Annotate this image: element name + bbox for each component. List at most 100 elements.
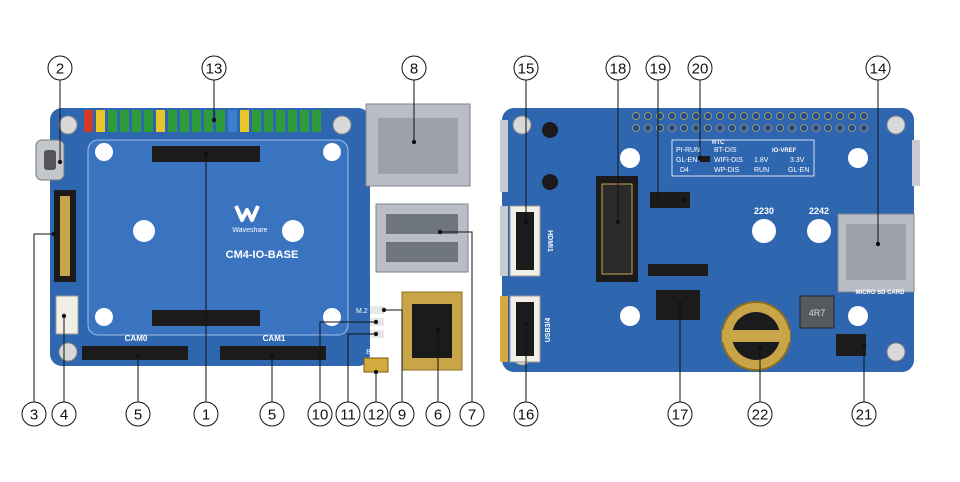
callout-leader — [384, 309, 403, 402]
gpio-pin-hole — [644, 112, 652, 120]
callout-dot — [615, 219, 621, 225]
callout-dot — [437, 229, 443, 235]
fan-connector — [55, 295, 79, 335]
gpio-pin-hole — [692, 124, 700, 132]
gpio-pin-hole — [716, 112, 724, 120]
gl-en-label: GL-EN — [676, 157, 697, 164]
hdmi1-label: HDMI1 — [546, 230, 553, 252]
gpio-pin — [180, 110, 189, 132]
gpio-pin-hole — [740, 124, 748, 132]
ssd-2230-standoff — [752, 219, 776, 243]
gpio-header — [84, 110, 321, 132]
mount-hole — [332, 115, 352, 135]
display-fpc-contacts — [60, 196, 70, 276]
gpio-pin — [84, 110, 93, 132]
callout-circle — [645, 55, 671, 81]
gpio-pin-hole — [788, 124, 796, 132]
callout-dot — [677, 301, 683, 307]
module-hole — [848, 306, 868, 326]
gpio-pin — [132, 110, 141, 132]
callout-circle — [425, 401, 451, 427]
callout-dot — [757, 345, 763, 351]
gpio-pin — [204, 110, 213, 132]
front-board: Waveshare CM4-IO-BASE CAM0 CAM1 USB 1/2 … — [35, 103, 471, 373]
callout-number: 15 — [518, 61, 535, 78]
gpio-pin-hole — [776, 124, 784, 132]
callout-dot — [381, 307, 387, 313]
gpio-pin-hole — [812, 112, 820, 120]
gpio-pin-hole — [668, 124, 676, 132]
gpio-pin — [216, 110, 225, 132]
module-hole — [620, 148, 640, 168]
callout-dot — [435, 327, 441, 333]
gpio-pin-hole — [812, 124, 820, 132]
battery-clip — [722, 330, 790, 342]
rj45-opening — [378, 118, 458, 174]
gpio-pin-hole — [716, 124, 724, 132]
module-hole — [848, 148, 868, 168]
gpio-pin-hole — [728, 112, 736, 120]
gpio-pin-holes — [632, 112, 868, 132]
gpio-pin — [228, 110, 237, 132]
callout-circle — [687, 55, 713, 81]
micro-sd-label: MICRO SD CARD — [856, 290, 906, 296]
cam0-label: CAM0 — [125, 334, 148, 343]
cm4-module-area — [87, 139, 349, 336]
module-hole — [95, 143, 113, 161]
gpio-pin-hole — [824, 112, 832, 120]
gpio-pin-hole — [776, 112, 784, 120]
gpio-pin-hole — [764, 112, 772, 120]
gpio-pin-hole — [644, 124, 652, 132]
callout-circle — [667, 401, 693, 427]
fan-controller-chip — [836, 334, 866, 356]
inductor-label: 4R7 — [809, 308, 826, 318]
callout-number: 22 — [752, 407, 769, 424]
gpio-pin-hole — [836, 112, 844, 120]
callout-circle — [401, 55, 427, 81]
d4-label: D4 — [680, 167, 689, 174]
callout-circle — [259, 401, 285, 427]
gpio-pin-hole — [800, 112, 808, 120]
mount-hole — [58, 115, 78, 135]
callout-dot — [61, 313, 67, 319]
pi-run-label: PI-RUN — [676, 147, 700, 154]
gpio-pin — [264, 110, 273, 132]
ic-row — [648, 264, 708, 276]
label-2230: 2230 — [754, 206, 774, 216]
gpio-pin — [312, 110, 321, 132]
gpio-pin — [168, 110, 177, 132]
gpio-pin — [192, 110, 201, 132]
gpio-pin-hole — [848, 112, 856, 120]
callout-dot — [135, 353, 141, 359]
callout-dot — [211, 117, 217, 123]
wp-dis-label: WP-DIS — [714, 167, 740, 174]
module-hole — [323, 143, 341, 161]
callout-number: 16 — [518, 407, 535, 424]
gpio-pin — [144, 110, 153, 132]
gpio-pin-hole — [704, 124, 712, 132]
callout-circle — [389, 401, 415, 427]
callout-dot — [697, 155, 703, 161]
gpio-pin — [300, 110, 309, 132]
callout-number: 11 — [340, 407, 356, 424]
gpio-pin-hole — [764, 124, 772, 132]
model-text: CM4-IO-BASE — [226, 249, 299, 261]
gpio-pin-hole — [848, 124, 856, 132]
callout-number: 5 — [134, 407, 142, 424]
callout-number: 5 — [268, 407, 276, 424]
callout-circle — [201, 55, 227, 81]
callout-number: 1 — [202, 407, 210, 424]
callout-circle — [605, 55, 631, 81]
gpio-pin-hole — [800, 124, 808, 132]
gpio-pin-hole — [680, 124, 688, 132]
callout-dot — [411, 139, 417, 145]
callout-leader — [657, 80, 684, 201]
callout-number: 4 — [60, 407, 68, 424]
config-switch-area — [671, 139, 815, 177]
wifi-dis-label: WIFI-DIS — [714, 157, 743, 164]
callout-number: 7 — [468, 407, 476, 424]
cam1-connector — [220, 346, 326, 360]
callout-circle — [865, 55, 891, 81]
gl-en2-label: GL-EN — [788, 167, 809, 174]
